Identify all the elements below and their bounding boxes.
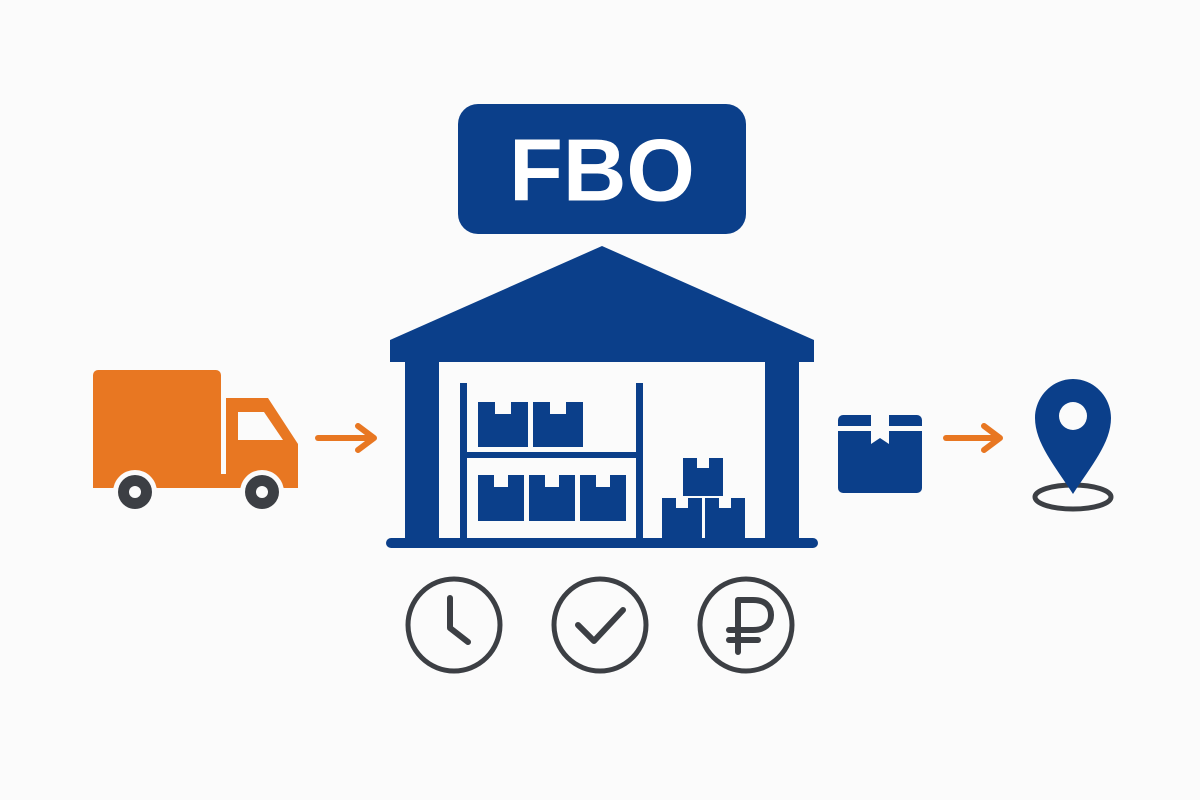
warehouse-icon xyxy=(386,246,818,548)
warehouse-shelving xyxy=(460,383,643,538)
ruble-icon xyxy=(697,576,795,674)
clock-icon xyxy=(405,576,503,674)
fbo-badge: FBO xyxy=(458,104,746,234)
location-pin-icon xyxy=(1032,379,1114,512)
arrow-right-icon xyxy=(943,423,1003,453)
checkmark-icon xyxy=(551,576,649,674)
stacked-boxes xyxy=(662,458,745,538)
fbo-badge-label: FBO xyxy=(509,121,695,220)
parcel-box-icon xyxy=(838,415,922,493)
delivery-truck-icon xyxy=(93,370,298,514)
benefit-icons xyxy=(405,576,795,674)
fbo-badge-background xyxy=(458,104,746,234)
arrow-right-icon xyxy=(315,423,377,453)
